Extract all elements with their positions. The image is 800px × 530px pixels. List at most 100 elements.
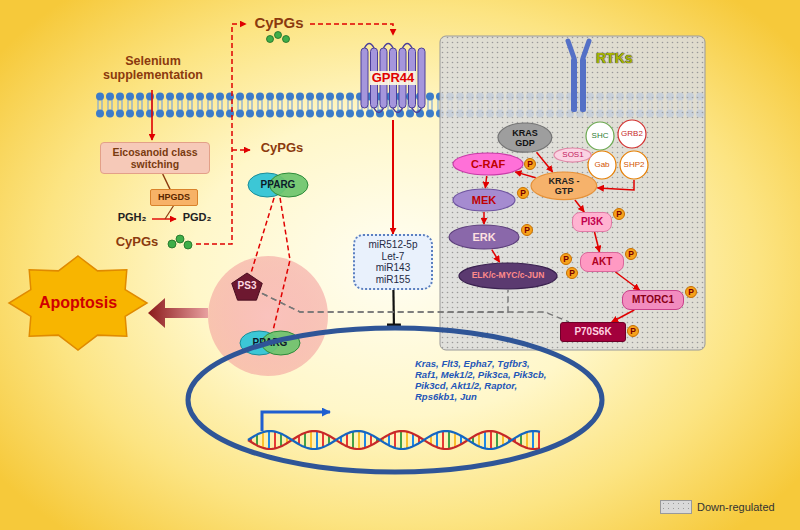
helix	[361, 48, 368, 108]
base-pair	[520, 435, 522, 446]
pentagon-shape	[232, 273, 263, 300]
transport-arrow	[232, 149, 250, 151]
helix-loop	[374, 108, 384, 113]
base-pair	[406, 432, 408, 449]
molecule-label: CyPGs	[106, 235, 168, 250]
enzyme-leader	[165, 205, 174, 219]
phosphate-mark: P	[521, 224, 533, 236]
ligand-dot	[283, 36, 290, 43]
node-outline	[185, 325, 605, 475]
phosphate-mark: P	[625, 248, 637, 260]
supplement-arrow	[151, 90, 153, 140]
node-text: P70S6K	[574, 326, 611, 338]
node-text: ERK	[472, 231, 495, 244]
node-text: ELK/c-MYC/c-JUN	[472, 271, 545, 281]
base-pair	[400, 431, 402, 449]
base-pair	[394, 432, 396, 448]
protein-complex: PPARG	[248, 172, 308, 198]
protein-ellipse: KRAS -GTP	[530, 171, 598, 201]
node-text: AKT	[592, 256, 613, 268]
node-text: miR143	[376, 262, 410, 274]
connector	[392, 120, 394, 234]
connector	[615, 272, 639, 290]
kinase-box: P70S6K	[560, 322, 626, 342]
node-text: PS3	[238, 280, 257, 292]
protein-pentagon: PS3	[232, 272, 262, 300]
node-text: RTKs	[596, 50, 633, 66]
protein-ellipse: SOS1	[553, 147, 592, 163]
receptor-chain	[580, 58, 586, 112]
kinase-ellipse: ERK	[448, 224, 520, 250]
star-shape	[9, 256, 147, 350]
adaptor-circle: SHC	[585, 121, 615, 151]
base-pair	[310, 431, 312, 449]
legend-swatch	[660, 500, 692, 514]
base-pair	[346, 434, 348, 447]
node-text: PI3K	[581, 216, 603, 228]
ligand-dot	[176, 235, 184, 243]
ellipse-shape	[620, 151, 648, 179]
connector	[392, 290, 395, 325]
ellipse-shape	[453, 153, 523, 175]
kinase-ellipse: MEK	[452, 188, 516, 212]
legend-entry: Down-regulated	[660, 500, 775, 514]
receptor-chain	[571, 58, 577, 112]
connector	[515, 172, 536, 178]
node-text: PPARG	[261, 179, 296, 191]
connector	[492, 250, 500, 263]
base-pair	[274, 432, 276, 449]
base-pair	[436, 433, 438, 447]
base-pair	[262, 432, 264, 448]
region-ground	[440, 36, 705, 350]
base-pair	[484, 432, 486, 449]
molecule-label: CyPGs	[248, 14, 310, 31]
base-pair	[280, 434, 282, 447]
helix	[418, 48, 425, 108]
adaptor-circle: GRB2	[617, 119, 647, 149]
phosphate-mark: P	[627, 325, 639, 337]
base-pair	[490, 431, 492, 449]
node-text: Apoptosis	[39, 294, 117, 312]
node-text: SHP2	[624, 160, 645, 169]
transcription-arrow	[262, 412, 330, 431]
helix-loop	[365, 44, 375, 49]
protein-ellipse: KRAS GDP	[497, 122, 553, 153]
ligand-arms	[568, 41, 589, 58]
connector	[262, 290, 508, 312]
ellipse-shape	[449, 225, 519, 249]
phosphate-mark: P	[566, 267, 578, 279]
nuclear-envelope	[188, 328, 602, 472]
conversion-arrow	[152, 218, 176, 219]
connector	[163, 174, 170, 189]
base-pair	[268, 431, 270, 449]
node-outline	[566, 36, 652, 114]
base-pair	[442, 431, 444, 449]
connector	[483, 212, 485, 224]
base-pair	[454, 433, 456, 447]
base-pair	[364, 432, 366, 448]
node-text: KRAS -GTP	[547, 176, 581, 197]
base-pair	[532, 431, 534, 449]
base-pair	[304, 433, 306, 447]
node-text: Eicosanoid class switching	[105, 146, 205, 170]
node-text: HPGDS	[158, 192, 190, 202]
adaptor-circle: SHP2	[619, 150, 649, 180]
ellipse-shape	[459, 263, 557, 289]
node-text: Gab	[594, 160, 609, 169]
node-text: C-RAF	[471, 158, 505, 171]
phosphate-mark: P	[613, 208, 625, 220]
kinase-box: AKT	[580, 252, 624, 272]
ligand-dot	[267, 36, 274, 43]
ellipse-shape	[554, 148, 591, 162]
base-pair	[538, 432, 540, 449]
kinase-box: PI3K	[572, 212, 612, 232]
region-dots	[440, 36, 705, 350]
helix-loop	[384, 44, 394, 49]
rtk-receptor: RTKs	[566, 36, 652, 114]
ellipse-shape	[531, 172, 597, 200]
base-pair	[496, 432, 498, 448]
connector	[612, 310, 635, 322]
connector	[598, 180, 634, 190]
node-text: GRB2	[621, 129, 643, 138]
